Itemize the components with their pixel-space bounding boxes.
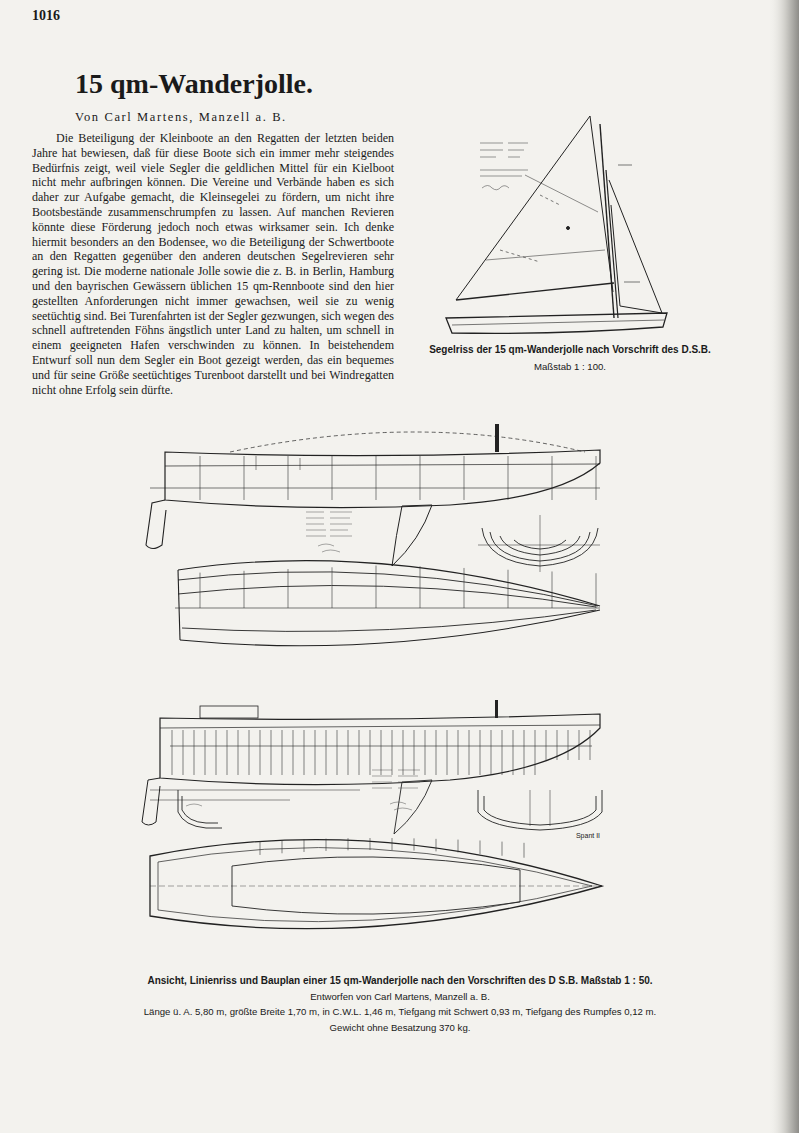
frame-line (304, 730, 305, 775)
frame-line (216, 730, 217, 775)
deck-beam (260, 841, 261, 855)
frame-line (370, 730, 371, 775)
deck-beam (524, 843, 525, 858)
frame-line (491, 730, 492, 775)
page-title: 15 qm-Wanderjolle. (75, 68, 313, 100)
scale-note: Maßstab 1 : 100. (534, 361, 606, 372)
section-label: Spant II (576, 832, 600, 839)
frame-line (205, 730, 206, 775)
station-line (420, 456, 421, 500)
frame-lines (172, 456, 596, 858)
deck-beam (326, 839, 327, 851)
deck-beam (458, 840, 459, 853)
figure-caption: Ansicht, Linienriss und Bauplan einer 15… (147, 975, 652, 986)
deck-beam (282, 840, 283, 853)
deck-beam (502, 842, 503, 856)
dimension-note: Länge ü. A. 5,80 m, größte Breite 1,70 m… (144, 1006, 656, 1017)
frame-line (458, 730, 459, 775)
frame-line (282, 730, 283, 775)
frame-line (359, 730, 360, 775)
frame-line (271, 730, 272, 775)
station-line (508, 456, 509, 500)
frame-line (381, 730, 382, 775)
deck-beam (414, 838, 415, 850)
deck-beam (436, 839, 437, 852)
weight-note: Gewicht ohne Besatzung 370 kg. (330, 1022, 471, 1033)
deck-beam (392, 838, 393, 850)
station-line (420, 566, 421, 608)
frame-line (425, 730, 426, 775)
station-line (376, 456, 377, 500)
frame-line (249, 730, 250, 775)
page-fold-shadow (768, 0, 799, 1133)
station-line (332, 456, 333, 500)
frame-line (293, 730, 294, 775)
frame-line (337, 730, 338, 775)
frame-line (469, 730, 470, 775)
station-line (464, 456, 465, 500)
frame-line (502, 730, 503, 775)
figure-caption: Segelriss der 15 qm-Wanderjolle nach Vor… (429, 344, 711, 355)
frame-line (513, 730, 514, 775)
frame-line (447, 730, 448, 775)
profile-view (146, 424, 600, 566)
station-line (288, 456, 289, 500)
frame-line (535, 730, 536, 775)
station-line (244, 571, 245, 608)
deck-beam (480, 841, 481, 855)
half-breadth-plan (175, 561, 600, 646)
frame-line (227, 730, 228, 775)
body-plan (478, 515, 600, 572)
frame-line (194, 730, 195, 775)
frame-line (414, 730, 415, 775)
station-line (200, 456, 201, 500)
frame-line (480, 730, 481, 775)
frame-line (238, 730, 239, 775)
deck-beam (348, 838, 349, 850)
deck-beam (304, 839, 305, 852)
sections (178, 790, 602, 830)
frame-line (557, 730, 558, 760)
frame-line (326, 730, 327, 775)
station-line (508, 570, 509, 608)
deck-beam (370, 838, 371, 850)
station-line (244, 456, 245, 500)
station-line (596, 573, 597, 608)
station-line (464, 568, 465, 608)
frame-line (568, 730, 569, 760)
station-line (332, 567, 333, 608)
frame-line (348, 730, 349, 775)
author-line: Von Carl Martens, Manzell a. B. (75, 110, 287, 125)
deck-plan (150, 840, 602, 929)
page-number: 1016 (32, 8, 60, 24)
frame-line (260, 730, 261, 775)
frame-line (524, 730, 525, 775)
frame-line (590, 730, 591, 760)
frame-line (315, 730, 316, 775)
frame-line (403, 730, 404, 775)
station-line (200, 573, 201, 608)
construction-profile (142, 700, 600, 834)
frame-line (579, 730, 580, 760)
station-line (596, 456, 597, 500)
station-line (288, 569, 289, 608)
frame-line (546, 730, 547, 760)
station-line (376, 566, 377, 608)
frame-line (392, 730, 393, 775)
sail-plan (446, 116, 667, 333)
body-paragraph: Die Beteiligung der Kleinboote an den Re… (32, 131, 394, 397)
station-line (552, 571, 553, 608)
station-line (552, 456, 553, 500)
frame-line (183, 730, 184, 775)
designer-credit: Entworfen von Carl Martens, Manzell a. B… (310, 991, 490, 1002)
frame-line (436, 730, 437, 775)
frame-line (172, 730, 173, 775)
